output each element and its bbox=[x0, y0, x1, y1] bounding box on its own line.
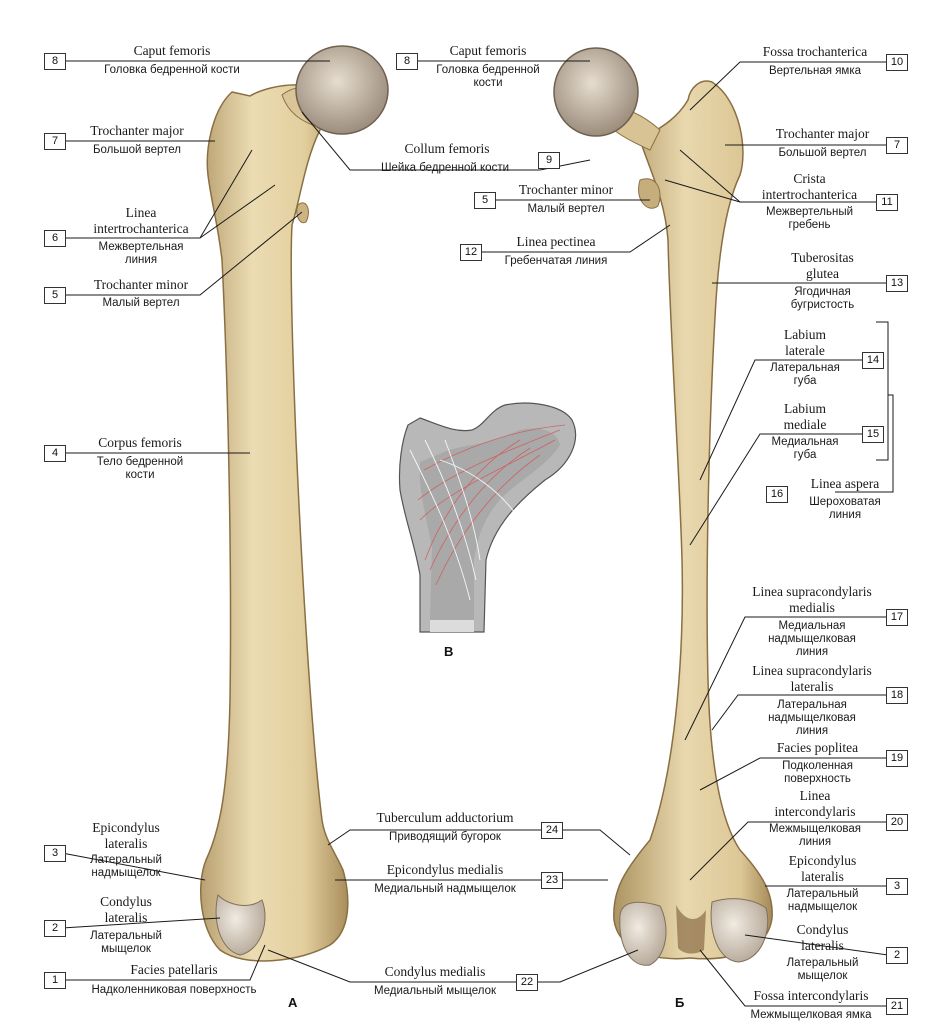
label-latin-caput-femoris-b: Caput femoris bbox=[449, 43, 527, 58]
label-russian-tuberositas-glutea: Ягодичная бугристость bbox=[790, 286, 855, 312]
label-latin-trochanter-minor-b: Trochanter minor bbox=[518, 182, 614, 197]
label-number: 1 bbox=[44, 972, 66, 989]
label-russian-linea-pectinea: Гребенчатая линия bbox=[504, 255, 608, 267]
label-russian-crista-intertrochanterica: Межвертельный гребень bbox=[765, 206, 854, 232]
view-label-c: В bbox=[444, 644, 454, 659]
label-latin-crista-intertrochanterica: Crista intertrochanterica bbox=[761, 171, 858, 202]
label-russian-condylus-lateralis: Латеральный мыщелок bbox=[90, 930, 162, 956]
label-latin-labium-mediale: Labium mediale bbox=[783, 401, 827, 432]
label-russian-trochanter-major: Большой вертел bbox=[92, 144, 181, 156]
label-latin-linea-intercondylaris: Linea intercondylaris bbox=[774, 788, 856, 819]
label-russian-corpus-femoris: Тело бедренной кости bbox=[96, 456, 184, 482]
label-russian-fossa-trochanterica: Вертельная ямка bbox=[768, 65, 862, 77]
label-latin-condylus-lateralis: Condylus lateralis bbox=[100, 894, 152, 925]
label-number: 20 bbox=[886, 814, 908, 831]
label-latin-linea-intertrochanterica: Linea intertrochanterica bbox=[93, 205, 189, 236]
label-russian-epicondylus-lateralis: Латеральный надмыщелок bbox=[90, 854, 162, 880]
label-number: 14 bbox=[862, 352, 884, 369]
label-latin-linea-supracondylaris-medialis: Linea supracondylaris medialis bbox=[752, 584, 872, 615]
label-latin-epicondylus-lateralis: Epicondylus lateralis bbox=[92, 820, 160, 851]
femoral-head-b bbox=[553, 47, 639, 137]
label-russian-linea-aspera: Шероховатая линия bbox=[809, 496, 881, 522]
label-number: 24 bbox=[541, 822, 563, 839]
label-russian-epicondylus-medialis: Медиальный надмыщелок bbox=[374, 883, 516, 895]
label-number: 3 bbox=[44, 845, 66, 862]
label-latin-epicondylus-medialis: Epicondylus medialis bbox=[386, 862, 504, 877]
label-russian-linea-intercondylaris: Межмыщелковая линия bbox=[768, 823, 862, 849]
label-number: 2 bbox=[886, 947, 908, 964]
femur-posterior-view bbox=[553, 47, 773, 966]
label-latin-linea-aspera: Linea aspera bbox=[810, 476, 880, 491]
leader-lines bbox=[61, 60, 894, 1007]
label-russian-labium-mediale: Медиальная губа bbox=[771, 436, 839, 462]
label-russian-trochanter-major-b: Большой вертел bbox=[778, 147, 867, 159]
label-latin-tuberositas-glutea: Tuberositas glutea bbox=[791, 250, 854, 281]
label-latin-trochanter-major: Trochanter major bbox=[90, 123, 184, 138]
label-number: 5 bbox=[44, 287, 66, 304]
label-russian-condylus-lateralis-b: Латеральный мыщелок bbox=[786, 957, 859, 983]
label-number: 11 bbox=[876, 194, 898, 211]
view-label-a: А bbox=[288, 995, 298, 1010]
label-number: 7 bbox=[44, 133, 66, 150]
label-number: 19 bbox=[886, 750, 908, 767]
label-russian-facies-poplitea: Подколенная поверхность bbox=[782, 760, 853, 786]
label-number: 21 bbox=[886, 998, 908, 1015]
label-latin-tuberculum-adductorium: Tuberculum adductorium bbox=[376, 810, 514, 825]
label-latin-facies-patellaris: Facies patellaris bbox=[130, 962, 218, 977]
label-latin-condylus-medialis: Condylus medialis bbox=[384, 964, 486, 979]
label-number: 13 bbox=[886, 275, 908, 292]
view-label-b: Б bbox=[675, 995, 685, 1010]
label-russian-labium-laterale: Латеральная губа bbox=[770, 362, 840, 388]
label-number: 8 bbox=[396, 53, 418, 70]
label-latin-linea-supracondylaris-lateralis: Linea supracondylaris lateralis bbox=[752, 663, 872, 694]
label-russian-tuberculum-adductorium: Приводящий бугорок bbox=[389, 831, 501, 843]
label-russian-trochanter-minor-b: Малый вертел bbox=[527, 203, 605, 215]
label-number: 23 bbox=[541, 872, 563, 889]
label-latin-epicondylus-lateralis-b: Epicondylus lateralis bbox=[788, 853, 857, 884]
label-number: 15 bbox=[862, 426, 884, 443]
label-russian-fossa-intercondylaris: Межмыщелковая ямка bbox=[750, 1009, 872, 1021]
label-russian-caput-femoris-b: Головка бедренной кости bbox=[436, 64, 540, 90]
label-latin-labium-laterale: Labium laterale bbox=[784, 327, 826, 358]
label-latin-facies-poplitea: Facies poplitea bbox=[776, 740, 859, 755]
label-russian-facies-patellaris: Надколенниковая поверхность bbox=[91, 984, 257, 996]
label-number: 2 bbox=[44, 920, 66, 937]
label-russian-condylus-medialis: Медиальный мыщелок bbox=[373, 985, 497, 997]
label-latin-trochanter-minor: Trochanter minor bbox=[93, 277, 189, 292]
label-latin-caput-femoris: Caput femoris bbox=[133, 43, 211, 58]
label-number: 16 bbox=[766, 486, 788, 503]
label-latin-linea-pectinea: Linea pectinea bbox=[516, 234, 596, 249]
label-latin-trochanter-major-b: Trochanter major bbox=[775, 126, 870, 141]
label-number: 5 bbox=[474, 192, 496, 209]
label-number: 6 bbox=[44, 230, 66, 247]
femur-anterior-view bbox=[199, 45, 389, 962]
label-latin-condylus-lateralis-b: Condylus lateralis bbox=[796, 922, 849, 953]
label-russian-epicondylus-lateralis-b: Латеральный надмыщелок bbox=[786, 888, 859, 914]
label-number: 8 bbox=[44, 53, 66, 70]
label-russian-linea-intertrochanterica: Межвертельная линия bbox=[98, 241, 184, 267]
label-number: 12 bbox=[460, 244, 482, 261]
label-russian-trochanter-minor: Малый вертел bbox=[102, 297, 180, 309]
label-russian-collum-femoris: Шейка бедренной кости bbox=[380, 162, 510, 174]
label-number: 18 bbox=[886, 687, 908, 704]
label-latin-fossa-trochanterica: Fossa trochanterica bbox=[762, 44, 868, 59]
label-number: 10 bbox=[886, 54, 908, 71]
femur-section-view bbox=[398, 402, 577, 633]
label-number: 7 bbox=[886, 137, 908, 154]
label-latin-corpus-femoris: Corpus femoris bbox=[98, 435, 182, 450]
label-number: 3 bbox=[886, 878, 908, 895]
label-russian-linea-supracondylaris-medialis: Медиальная надмыщелковая линия bbox=[768, 620, 856, 659]
label-number: 4 bbox=[44, 445, 66, 462]
label-latin-collum-femoris: Collum femoris bbox=[404, 141, 490, 156]
label-number: 22 bbox=[516, 974, 538, 991]
label-number: 9 bbox=[538, 152, 560, 169]
label-number: 17 bbox=[886, 609, 908, 626]
femoral-head-a bbox=[295, 45, 389, 135]
label-russian-linea-supracondylaris-lateralis: Латеральная надмыщелковая линия bbox=[768, 699, 856, 738]
label-latin-fossa-intercondylaris: Fossa intercondylaris bbox=[753, 988, 869, 1003]
label-russian-caput-femoris: Головка бедренной кости bbox=[104, 64, 240, 76]
